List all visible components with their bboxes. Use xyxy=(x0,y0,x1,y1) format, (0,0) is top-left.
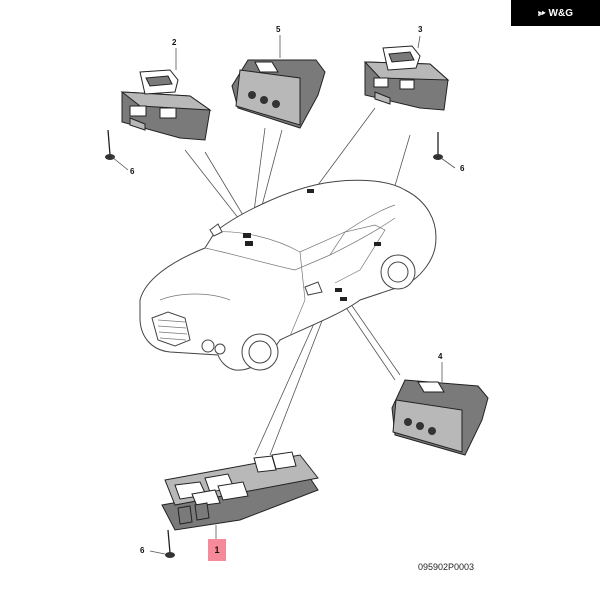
callout-4: 4 xyxy=(438,352,443,361)
screw-bottom xyxy=(149,529,175,558)
part-5-rear-switch xyxy=(231,59,326,129)
callout-6-left: 6 xyxy=(130,167,135,176)
drawing-number: 095902P0003 xyxy=(418,562,475,572)
part-3-window-switch xyxy=(363,45,450,111)
part-2-window-switch xyxy=(120,69,212,141)
car-illustration xyxy=(139,179,437,371)
part-1-master-switch xyxy=(161,451,319,531)
part-4-rear-switch xyxy=(391,379,489,456)
callout-2: 2 xyxy=(172,38,177,47)
brand-badge: ⪢▸ W&G xyxy=(511,0,600,26)
callout-6-bottom: 6 xyxy=(140,546,145,555)
callout-1-highlighted: 1 xyxy=(208,539,226,561)
screw-left-upper xyxy=(105,129,129,171)
callout-6-right: 6 xyxy=(460,164,465,173)
wing-logo-icon: ⪢▸ xyxy=(537,7,546,18)
screw-right xyxy=(433,132,456,169)
callout-3: 3 xyxy=(418,25,423,34)
callout-5: 5 xyxy=(276,25,281,34)
brand-label: W&G xyxy=(548,7,573,19)
